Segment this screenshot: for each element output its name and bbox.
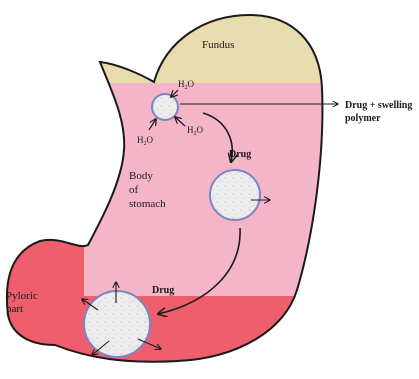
particle-medium xyxy=(210,170,260,220)
particle-small xyxy=(152,94,178,120)
body-label-line2: of xyxy=(129,184,139,196)
fundus-label: Fundus xyxy=(202,39,234,51)
body-label-line1: Body xyxy=(129,170,153,182)
pyloric-label-line1: Pyloric xyxy=(6,290,38,302)
drug-label-1: Drug xyxy=(229,149,251,160)
particle-large xyxy=(84,291,150,357)
drug-label-2: Drug xyxy=(152,285,174,296)
body-label-line3: stomach xyxy=(129,198,166,210)
swelling-label-line1: Drug + swelling xyxy=(345,100,412,111)
pyloric-label-line2: part xyxy=(6,303,23,315)
swelling-label-line2: polymer xyxy=(345,113,381,124)
